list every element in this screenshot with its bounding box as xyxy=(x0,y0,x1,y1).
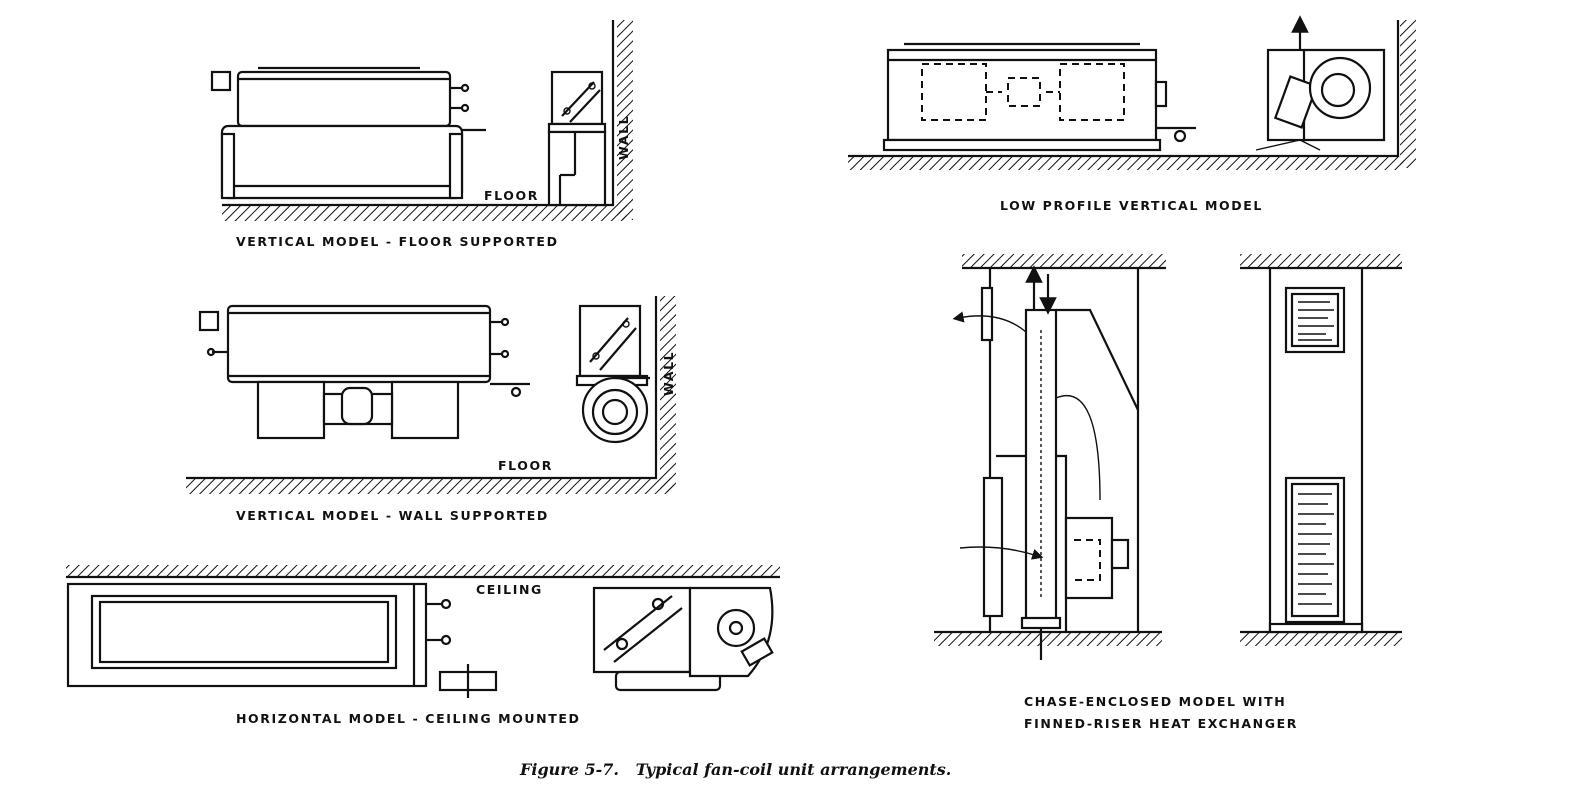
blower-right xyxy=(390,380,460,440)
side-cabinet xyxy=(547,130,607,207)
fan-motor xyxy=(1110,538,1130,570)
motor-hidden xyxy=(986,77,1060,107)
riser-base xyxy=(1020,616,1062,630)
floor-hatch-right xyxy=(1240,632,1402,646)
panel-title-low-profile: LOW PROFILE VERTICAL MODEL xyxy=(1000,198,1263,213)
panel-title-chase-line1: CHASE-ENCLOSED MODEL WITH xyxy=(1024,694,1286,709)
side-coil xyxy=(1273,75,1319,129)
floor-hatch xyxy=(186,478,674,494)
panel-title-horizontal: HORIZONTAL MODEL - CEILING MOUNTED xyxy=(236,711,580,726)
ceiling-hatch xyxy=(66,565,780,577)
figure-caption: Figure 5-7. Typical fan-coil unit arrang… xyxy=(519,760,951,779)
panel-title-vertical-floor: VERTICAL MODEL - FLOOR SUPPORTED xyxy=(236,234,559,249)
ceiling-label: CEILING xyxy=(476,582,543,597)
airflow-upper xyxy=(952,311,1027,333)
ceiling-hatch-right xyxy=(1240,254,1402,268)
fan-motor xyxy=(340,386,374,426)
side-coil-housing xyxy=(592,586,692,674)
unit-cabinet xyxy=(66,582,428,688)
side-drain-pan xyxy=(547,122,607,134)
wall-hatch xyxy=(1400,20,1416,168)
side-coil-housing xyxy=(550,70,604,126)
side-coil-housing xyxy=(578,304,642,378)
panel-low-profile: LOW PROFILE VERTICAL MODEL xyxy=(848,15,1416,213)
wall-label: WALL xyxy=(616,115,631,160)
unit-base xyxy=(882,138,1162,152)
floor-wall-line xyxy=(186,296,658,480)
panel-vertical-wall: FLOOR WALL VERTICAL MODEL - WALL SUPPORT… xyxy=(186,296,676,523)
floor-hatch xyxy=(848,156,1404,170)
panel-chase-enclosed: CHASE-ENCLOSED MODEL WITH FINNED-RISER H… xyxy=(934,254,1402,731)
base-trim xyxy=(1268,622,1364,634)
wall-hatch xyxy=(660,296,676,492)
connections xyxy=(1154,80,1168,108)
wall-label: WALL xyxy=(661,351,676,396)
floor-wall-line xyxy=(222,20,615,207)
floor-hatch xyxy=(222,205,627,221)
airflow-lower xyxy=(959,546,1044,560)
return-grille xyxy=(1284,476,1346,624)
panel-title-vertical-wall: VERTICAL MODEL - WALL SUPPORTED xyxy=(236,508,549,523)
blower-left xyxy=(256,380,326,440)
ceiling-hatch-left xyxy=(962,254,1166,268)
panel-vertical-floor: FLOOR WALL VERTICAL MODEL - FLOOR SUPPOR… xyxy=(210,20,633,249)
unit-grille xyxy=(90,594,398,670)
leg-left xyxy=(220,132,236,200)
control-box xyxy=(198,310,220,332)
floor-hatch-left xyxy=(934,632,1162,646)
unit-cabinet xyxy=(226,304,492,384)
wall-hatch xyxy=(617,20,633,220)
panel-horizontal-ceiling: CEILING HORIZONTAL MODEL - CEILING MOUNT… xyxy=(66,565,780,726)
fan-motor xyxy=(740,637,774,667)
upper-grille xyxy=(980,286,994,342)
leg-right xyxy=(448,132,464,200)
fan-housing xyxy=(1064,516,1114,600)
control-box xyxy=(210,70,232,92)
supply-grille xyxy=(1284,286,1346,354)
floor-label: FLOOR xyxy=(498,458,553,473)
panel-title-chase-line2: FINNED-RISER HEAT EXCHANGER xyxy=(1024,716,1298,731)
floor-wall-line xyxy=(848,20,1400,158)
fan-wheel xyxy=(716,608,756,648)
side-blower-scroll xyxy=(1308,56,1372,120)
unit-lower-cabinet xyxy=(220,124,464,200)
floor-label: FLOOR xyxy=(484,188,539,203)
